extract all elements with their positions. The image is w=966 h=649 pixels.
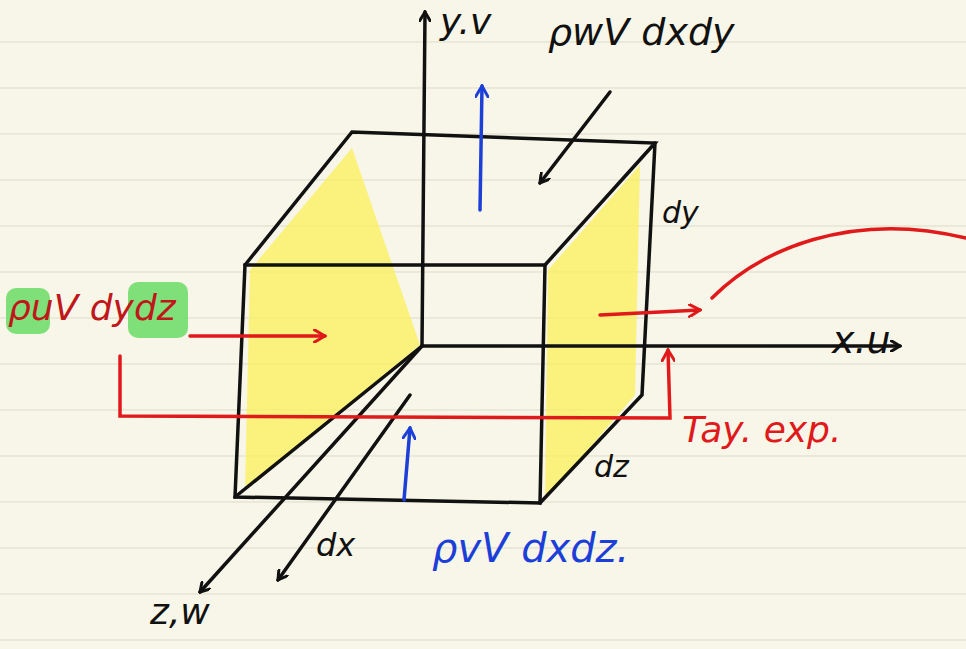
dimension-label: dx	[316, 528, 355, 563]
flux-label: ρuV dydz	[8, 288, 176, 328]
dimension-label: dy	[662, 196, 699, 229]
dimension-label: dz	[594, 450, 629, 483]
notebook-lines	[0, 42, 966, 640]
axis-label: y.v	[440, 2, 491, 42]
axis-label: z,w	[150, 592, 210, 632]
axis-label: x.u	[832, 320, 891, 362]
note-label: Tay. exp.	[682, 410, 841, 450]
flux-label: ρwV dxdy	[548, 12, 735, 54]
face-shading	[245, 148, 420, 490]
flux-label: ρvV dxdz.	[432, 526, 629, 570]
